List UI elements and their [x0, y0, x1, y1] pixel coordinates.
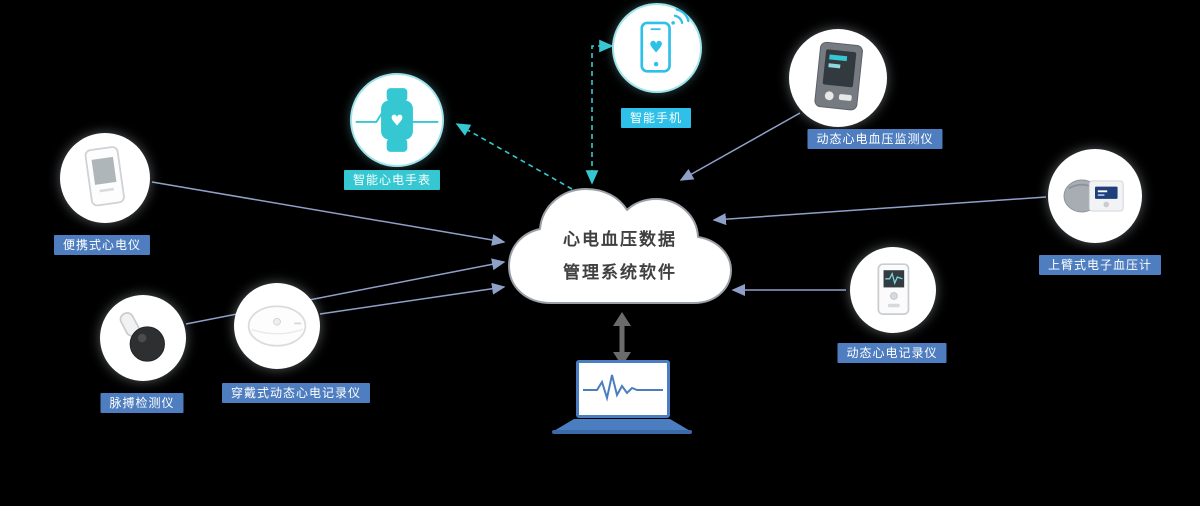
node-bp-meter [1048, 149, 1142, 243]
svg-text:♥: ♥ [649, 37, 663, 56]
bp-monitor-icon [814, 41, 863, 111]
arrow-bpmeter-to-cloud [712, 196, 1047, 226]
pulse-device-label: 脉搏检测仪 [100, 393, 184, 413]
node-ecg-patch [234, 283, 320, 369]
smart-phone-label: 智能手机 [620, 108, 692, 128]
arrow-patch-to-cloud [319, 282, 506, 315]
ecg-recorder-label: 动态心电记录仪 [837, 343, 947, 363]
handheld-ecg-label: 便携式心电仪 [53, 235, 151, 255]
cloud-title-line2: 管理系统软件 [563, 263, 677, 283]
laptop-base [552, 419, 692, 434]
node-smart-phone: ♥ [612, 3, 702, 93]
node-bp-monitor [789, 29, 887, 127]
ecg-recorder-icon [877, 263, 910, 315]
svg-text:♥: ♥ [390, 112, 403, 130]
ecg-patch-label: 穿戴式动态心电记录仪 [221, 383, 371, 403]
bp-meter-label: 上臂式电子血压计 [1038, 255, 1162, 275]
cloud-shape [505, 176, 735, 326]
arrow-bpmonitor-to-cloud [679, 112, 801, 181]
bp-meter-icon [1063, 179, 1124, 213]
cloud-title-line1: 心电血压数据 [563, 230, 677, 250]
node-ecg-recorder [850, 247, 936, 333]
node-smart-watch: ♥ [350, 73, 444, 167]
ecg-patch-icon [247, 305, 307, 347]
laptop-ecg-trace [583, 374, 663, 402]
smart-watch-icon: ♥ [355, 88, 439, 152]
arrow-handheld-to-cloud [151, 181, 506, 246]
smart-phone-icon: ♥ [640, 8, 690, 73]
laptop-screen [576, 360, 670, 418]
bp-monitor-label: 动态心电血压监测仪 [807, 129, 943, 149]
pulse-device-icon [119, 312, 165, 362]
handheld-ecg-icon [84, 146, 125, 207]
node-handheld-ecg [60, 133, 150, 223]
smart-watch-label: 智能心电手表 [343, 170, 441, 190]
cloud-title: 心电血压数据 管理系统软件 [540, 224, 700, 290]
arrow-cloud-phone-sync [585, 39, 614, 185]
node-pulse-device [100, 295, 186, 381]
